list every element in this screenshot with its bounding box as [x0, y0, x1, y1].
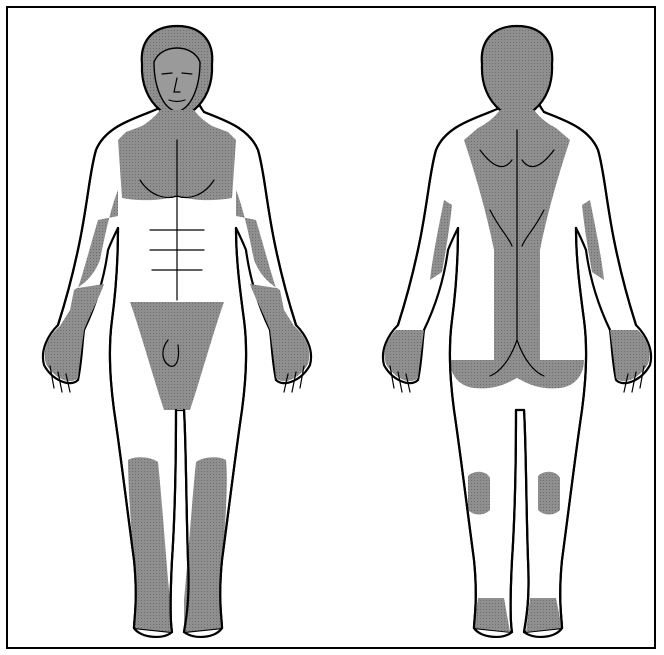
- back-left-calf-shade: [538, 472, 560, 515]
- front-groin-shade: [130, 302, 224, 410]
- back-head-shade: [482, 26, 552, 118]
- back-figure: [383, 26, 651, 637]
- front-figure: [43, 26, 311, 637]
- back-right-calf-shade: [468, 472, 490, 515]
- back-right-arm-shade: [384, 200, 452, 381]
- back-heels-shade: [474, 598, 562, 632]
- back-buttocks-shade: [450, 360, 584, 388]
- back-left-arm-shade: [582, 200, 650, 381]
